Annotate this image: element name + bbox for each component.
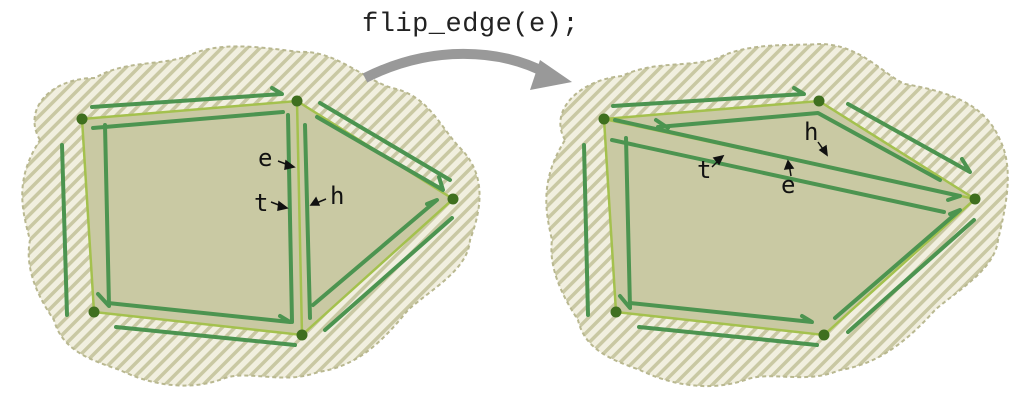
label-t-before: t (254, 189, 269, 217)
mesh-before (21, 45, 481, 387)
edge-e-before (295, 100, 304, 336)
halfedges-right (582, 86, 976, 347)
halfedges-left (60, 86, 454, 347)
label-h-after: h (804, 118, 819, 146)
label-e-after: e (781, 171, 796, 199)
label-t-after: t (697, 156, 712, 184)
operation-label: flip_edge(e); (362, 10, 580, 40)
mesh-after (545, 42, 1009, 388)
vertices-left (76, 95, 459, 341)
face-left-quad (82, 101, 302, 335)
label-pointers-right (711, 141, 828, 177)
label-pointers-left (270, 159, 327, 211)
label-h-before: h (330, 182, 345, 210)
label-e-before: e (258, 144, 273, 172)
vertices-right (598, 95, 981, 341)
face-right-triangle (297, 101, 453, 335)
flip-arrow (362, 48, 572, 90)
edges-left (80, 99, 456, 337)
